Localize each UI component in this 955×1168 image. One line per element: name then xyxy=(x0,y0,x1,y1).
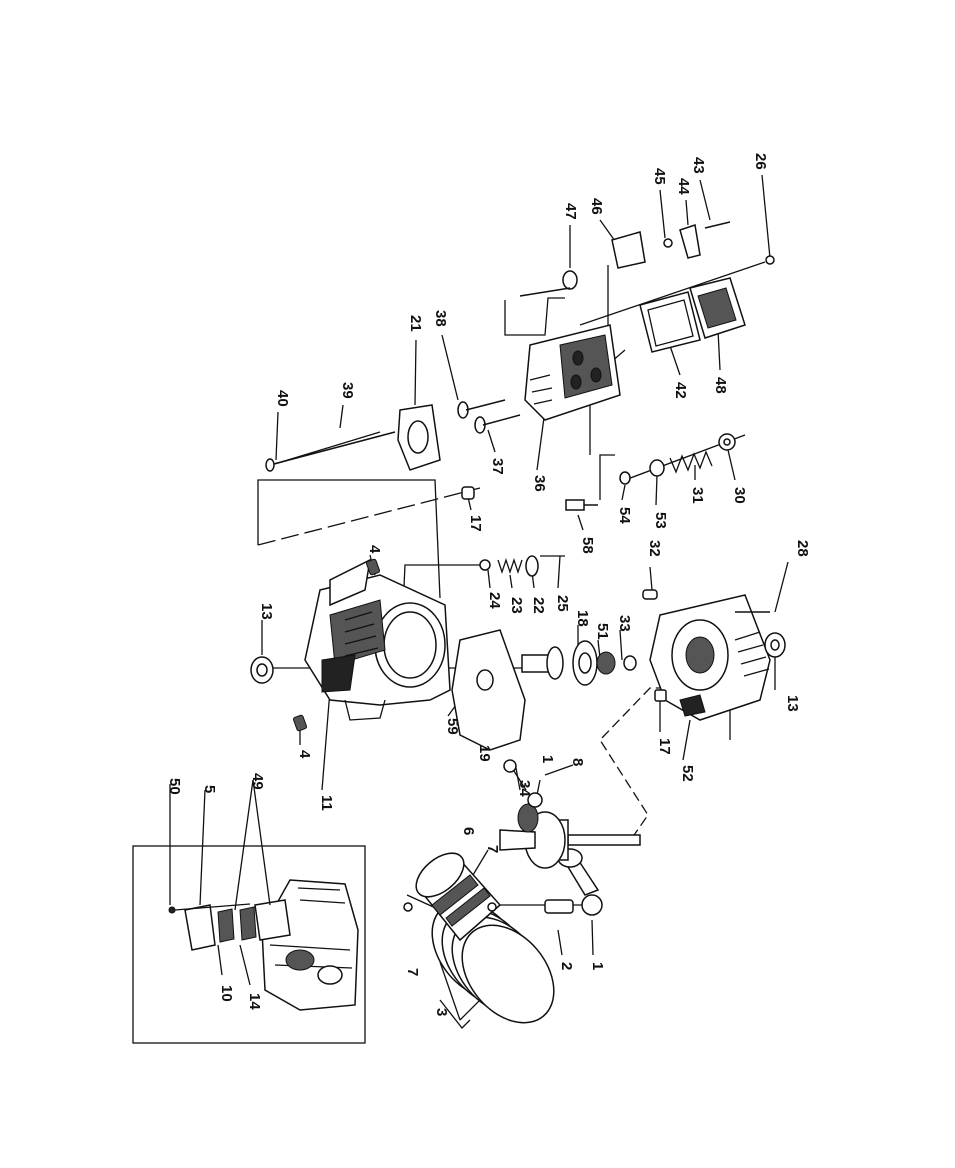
callout-37: 37 xyxy=(489,458,506,475)
valve-38 xyxy=(458,400,505,418)
callout-42: 42 xyxy=(672,382,689,399)
callout-14: 14 xyxy=(246,993,263,1010)
callout-45: 45 xyxy=(651,168,668,185)
callout-17b: 17 xyxy=(656,738,673,755)
callout-7b: 7 xyxy=(484,845,501,853)
inset-governor-detail xyxy=(133,846,365,1043)
callout-32: 32 xyxy=(646,540,663,557)
dowel-17b xyxy=(655,690,666,701)
callout-1a: 1 xyxy=(589,962,606,970)
callout-26: 26 xyxy=(752,153,769,170)
callout-25: 25 xyxy=(554,595,571,612)
callout-8: 8 xyxy=(569,758,586,766)
callout-28: 28 xyxy=(794,540,811,557)
valve-cap xyxy=(266,459,274,471)
rocker-arm xyxy=(680,225,700,258)
callout-3: 3 xyxy=(433,1008,450,1016)
callout-30: 30 xyxy=(731,487,748,504)
callout-44: 44 xyxy=(675,178,692,195)
callout-21: 21 xyxy=(407,315,424,332)
callout-11: 11 xyxy=(318,795,335,811)
callout-6: 6 xyxy=(460,827,477,835)
callout-19: 19 xyxy=(476,745,493,762)
dowel-17 xyxy=(462,487,474,499)
callout-52: 52 xyxy=(679,765,696,782)
camshaft xyxy=(522,641,597,685)
callout-4a: 4 xyxy=(296,750,313,759)
callout-1b: 1 xyxy=(539,755,556,763)
piston-pin-clip-2 xyxy=(488,903,496,911)
pin-32 xyxy=(643,590,657,599)
wrist-pin xyxy=(545,900,573,913)
callout-34: 34 xyxy=(516,780,533,797)
rocker-stud xyxy=(520,271,577,296)
head-gasket xyxy=(398,405,440,470)
callout-53: 53 xyxy=(652,512,669,529)
breather-assembly xyxy=(480,556,565,576)
callout-40: 40 xyxy=(274,390,291,407)
retainer xyxy=(650,460,664,476)
callout-24: 24 xyxy=(486,592,503,609)
callout-46: 46 xyxy=(588,198,605,215)
cylinder-head xyxy=(525,325,620,420)
valve-keeper xyxy=(620,472,630,484)
callout-13b: 13 xyxy=(784,695,801,712)
callout-7a: 7 xyxy=(404,968,421,976)
spark-plug xyxy=(566,500,598,510)
callout-58: 58 xyxy=(579,537,596,554)
callout-36: 36 xyxy=(531,475,548,492)
valve-37 xyxy=(475,415,520,433)
crankcase-gasket xyxy=(452,630,525,750)
callout-10: 10 xyxy=(218,985,235,1002)
dowel-pin xyxy=(293,715,307,732)
rocker-bracket xyxy=(612,232,645,268)
cylinder-block xyxy=(305,560,450,720)
callout-17a: 17 xyxy=(467,515,484,532)
callout-5: 5 xyxy=(201,785,218,793)
callout-39: 39 xyxy=(339,382,356,399)
piston-pin-clip xyxy=(404,903,412,911)
gear-51 xyxy=(597,652,615,674)
callout-4b: 4 xyxy=(366,545,383,554)
callout-31: 31 xyxy=(689,487,706,504)
adjust-screw xyxy=(705,222,730,228)
callout-2: 2 xyxy=(558,962,575,970)
nut-33 xyxy=(624,656,636,670)
callout-38: 38 xyxy=(432,310,449,327)
callout-22: 22 xyxy=(530,597,547,614)
screw-26 xyxy=(766,256,774,264)
callout-54: 54 xyxy=(616,507,633,524)
callout-18: 18 xyxy=(574,610,591,627)
callout-43: 43 xyxy=(690,157,707,174)
callout-51: 51 xyxy=(594,623,611,640)
callout-50: 50 xyxy=(166,778,183,795)
callout-47: 47 xyxy=(562,203,579,220)
callout-49: 49 xyxy=(249,773,266,790)
callout-48: 48 xyxy=(712,377,729,394)
callout-13a: 13 xyxy=(258,603,275,620)
crankcase-cover xyxy=(650,595,770,720)
callout-23: 23 xyxy=(508,597,525,614)
callout-33: 33 xyxy=(616,615,633,632)
callout-59: 59 xyxy=(444,718,461,735)
washer-45 xyxy=(664,239,672,247)
